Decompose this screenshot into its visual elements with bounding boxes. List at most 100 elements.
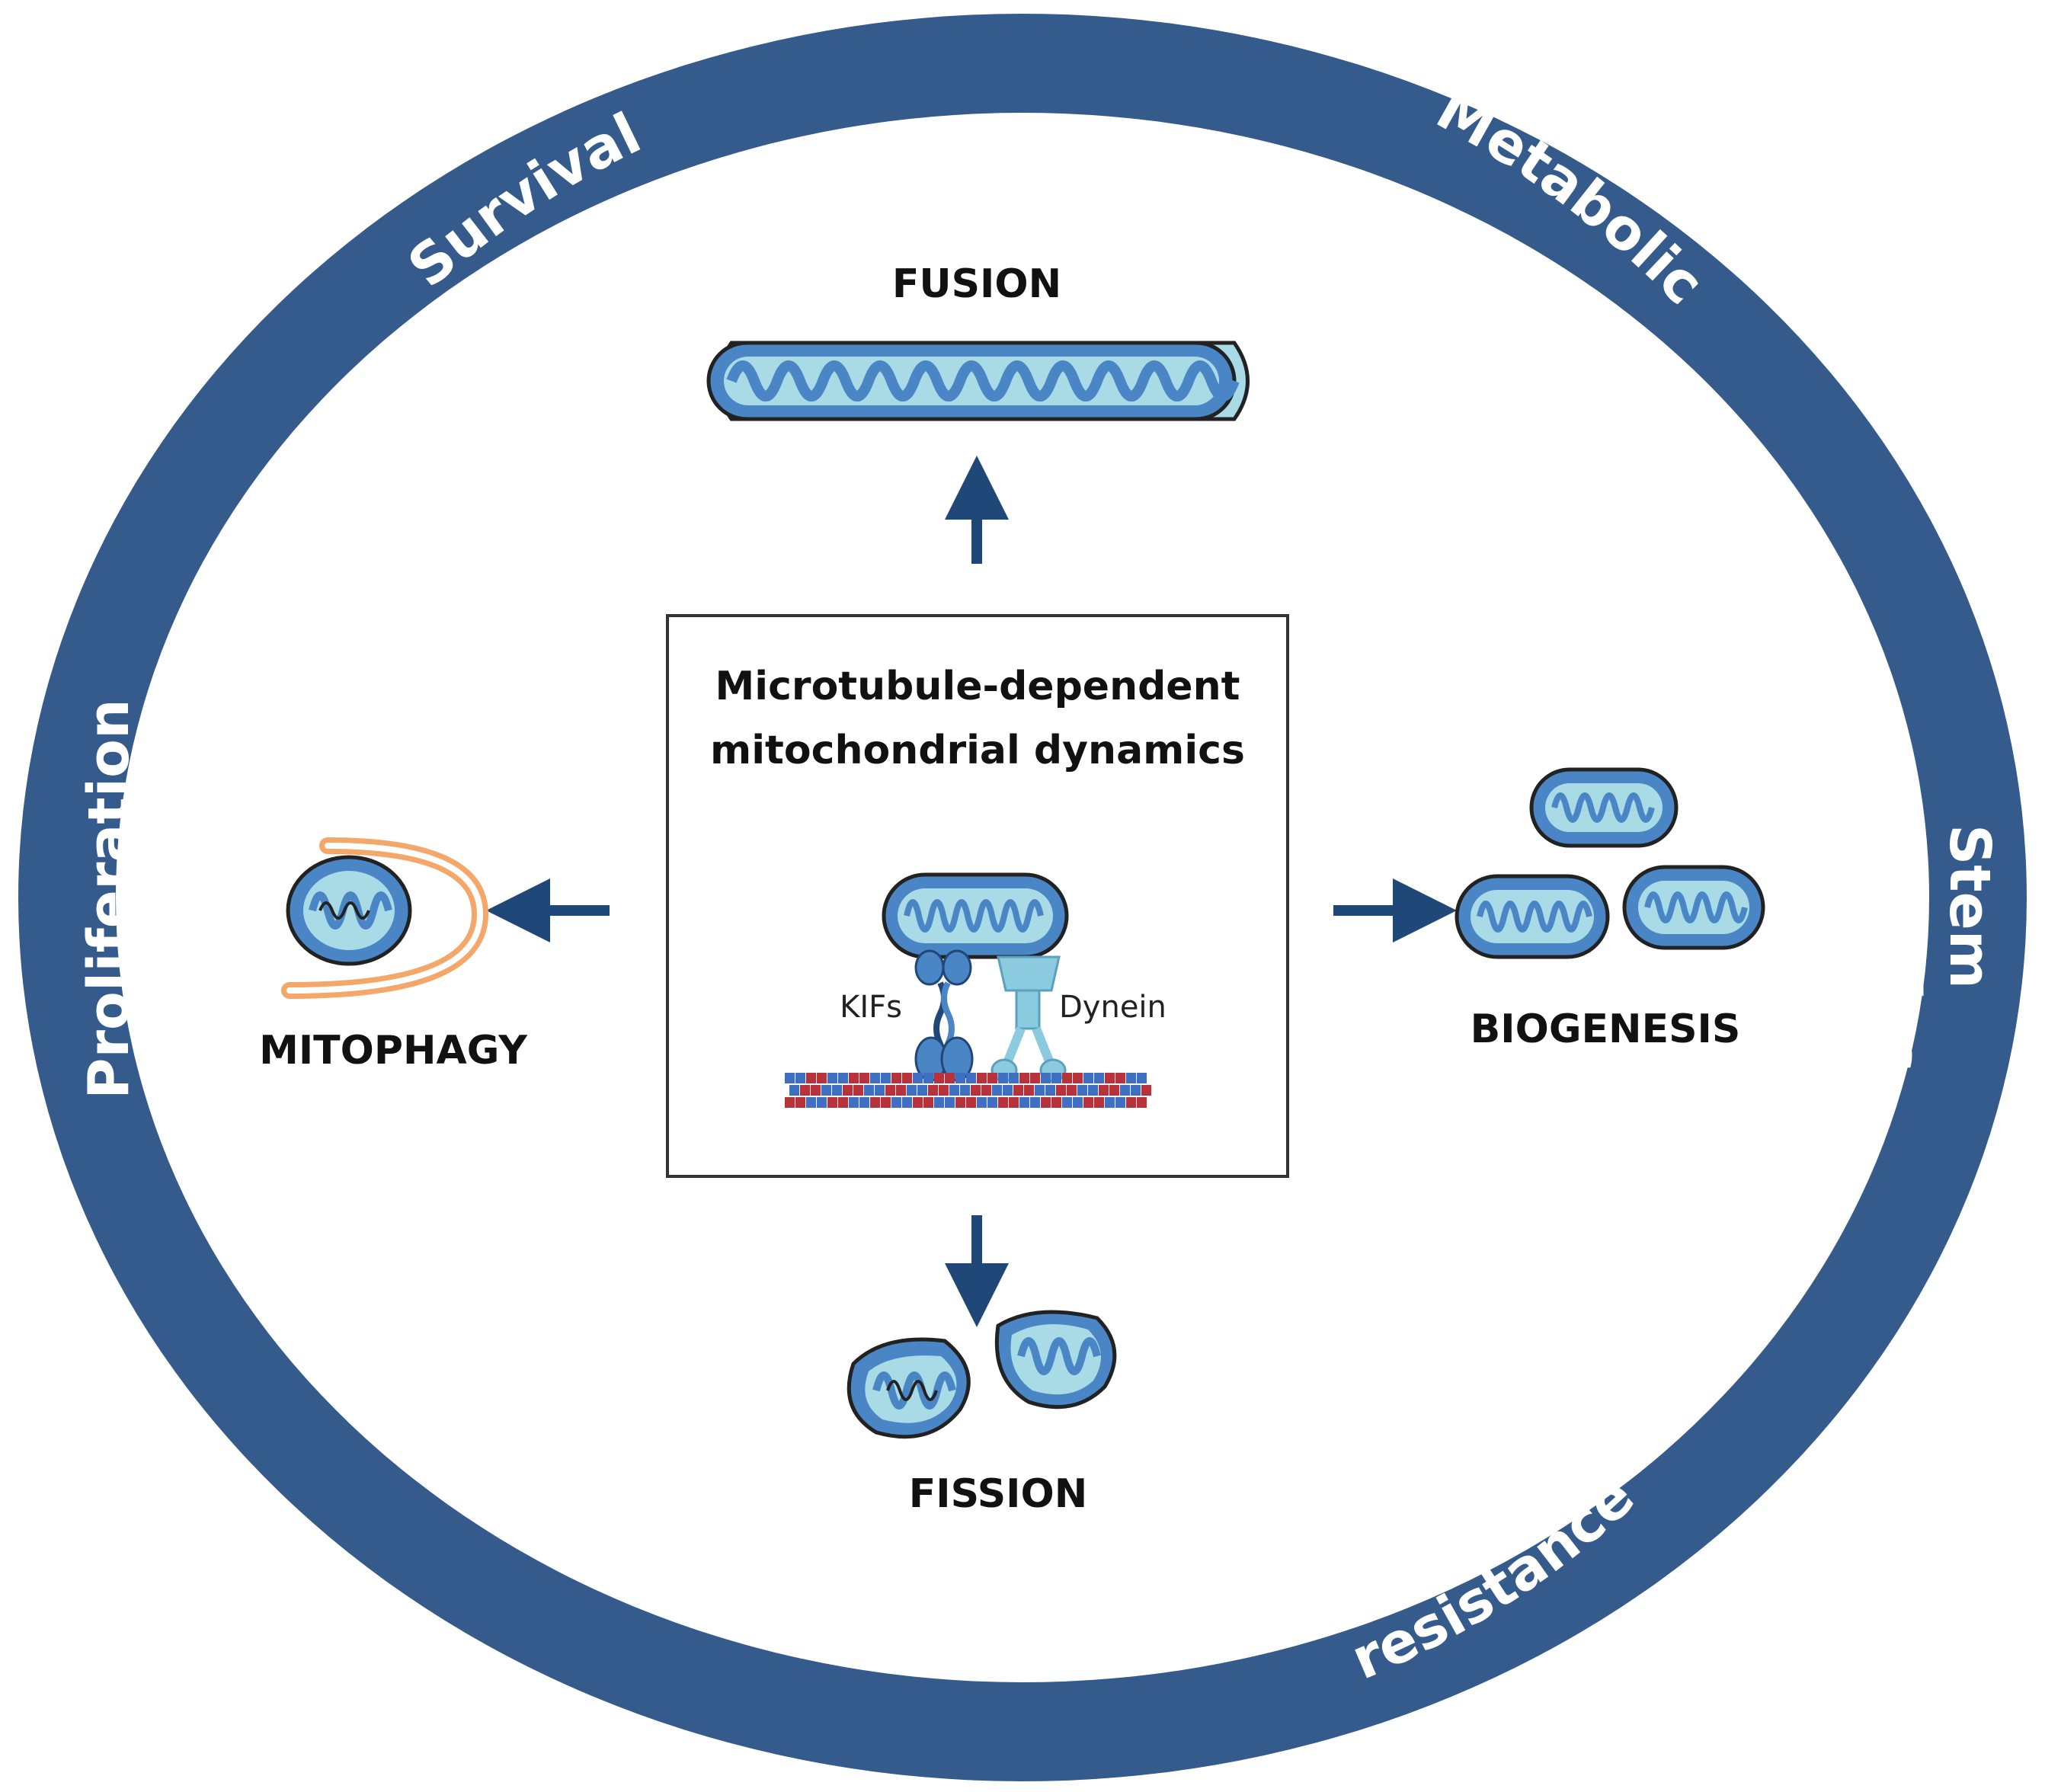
tubulin-subunit [1067,1085,1077,1096]
tubulin-subunit [939,1085,949,1096]
tubulin-subunit [934,1073,944,1083]
fission-label: FISSION [909,1471,1088,1517]
tubulin-subunit [1051,1073,1061,1083]
tubulin-subunit [1105,1097,1115,1108]
stem-label-line2: properties [1867,741,1932,1073]
biogenesis-label: BIOGENESIS [1471,1006,1741,1052]
tubulin-subunit [1137,1097,1147,1108]
tubulin-subunit [1115,1073,1125,1083]
tubulin-subunit [923,1073,933,1083]
center-title-line2: mitochondrial dynamics [710,728,1245,773]
tubulin-subunit [981,1085,991,1096]
tubulin-subunit [849,1097,859,1108]
tubulin-subunit [1045,1085,1055,1096]
tubulin-subunit [1073,1073,1083,1083]
tubulin-subunit [881,1073,891,1083]
tubulin-subunit [998,1073,1008,1083]
tubulin-subunit [966,1073,976,1083]
tubulin-subunit [998,1097,1008,1108]
tubulin-subunit [870,1073,880,1083]
tubulin-subunit [992,1085,1002,1096]
tubulin-subunit [966,1097,976,1108]
tubulin-subunit [1126,1073,1136,1083]
tubulin-subunit [1094,1097,1104,1108]
tubulin-subunit [1019,1073,1029,1083]
tubulin-subunit [928,1085,938,1096]
tubulin-subunit [885,1085,895,1096]
tubulin-subunit [1003,1085,1013,1096]
tubulin-subunit [955,1073,965,1083]
tubulin-subunit [795,1097,805,1108]
fission-mitochondria-icon [846,1310,1117,1439]
tubulin-subunit [891,1097,901,1108]
dynein-label: Dynein [1059,990,1167,1025]
tubulin-subunit [1035,1085,1045,1096]
center-mitochondrion-icon [882,872,1069,959]
tubulin-subunit [827,1097,837,1108]
tubulin-subunit [1030,1073,1040,1083]
tubulin-subunit [1083,1073,1093,1083]
tubulin-subunit [955,1097,965,1108]
tubulin-subunit [1099,1085,1109,1096]
tubulin-subunit [806,1073,816,1083]
tubulin-subunit [800,1085,810,1096]
tubulin-subunit [843,1085,853,1096]
tubulin-subunit [1131,1085,1141,1096]
biogenesis-mitochondria-icon [1455,767,1765,959]
fused-mitochondrion-icon [706,341,1250,421]
tubulin-subunit [1105,1073,1115,1083]
tubulin-subunit [789,1085,799,1096]
tubulin-subunit [838,1097,848,1108]
tubulin-subunit [1120,1085,1130,1096]
tubulin-subunit [987,1097,997,1108]
tubulin-subunit [1056,1085,1066,1096]
tubulin-subunit [821,1085,831,1096]
tubulin-subunit [1137,1073,1147,1083]
tubulin-subunit [817,1097,827,1108]
tubulin-subunit [907,1085,917,1096]
tubulin-subunit [1009,1097,1019,1108]
tubulin-subunit [859,1097,869,1108]
tubulin-subunit [917,1085,927,1096]
tubulin-subunit [1041,1073,1051,1083]
tubulin-subunit [832,1085,842,1096]
tubulin-subunit [1041,1097,1051,1108]
tubulin-subunit [1109,1085,1119,1096]
tubulin-subunit [945,1073,955,1083]
tubulin-subunit [1073,1097,1083,1108]
tubulin-subunit [960,1085,970,1096]
tubulin-subunit [1051,1097,1061,1108]
tubulin-subunit [949,1085,959,1096]
tubulin-subunit [971,1085,981,1096]
center-title-line1: Microtubule-dependent [715,664,1240,709]
tubulin-subunit [1030,1097,1040,1108]
tubulin-subunit [795,1073,805,1083]
tubulin-subunit [785,1073,795,1083]
tubulin-subunit [875,1085,885,1096]
tubulin-subunit [853,1085,863,1096]
mitophagy-label: MITOPHAGY [259,1028,528,1074]
tubulin-subunit [902,1097,912,1108]
tubulin-subunit [913,1073,923,1083]
microtubule-icon [785,1073,1151,1108]
tubulin-subunit [849,1073,859,1083]
tubulin-subunit [785,1097,795,1108]
tubulin-subunit [913,1097,923,1108]
tubulin-subunit [1024,1085,1034,1096]
tubulin-subunit [923,1097,933,1108]
tubulin-subunit [859,1073,869,1083]
tubulin-subunit [896,1085,906,1096]
tubulin-subunit [977,1073,987,1083]
tubulin-subunit [870,1097,880,1108]
tubulin-subunit [1013,1085,1023,1096]
tubulin-subunit [1019,1097,1029,1108]
tubulin-subunit [987,1073,997,1083]
tubulin-subunit [1088,1085,1098,1096]
tubulin-subunit [1083,1097,1093,1108]
tubulin-subunit [1009,1073,1019,1083]
tubulin-subunit [1062,1073,1072,1083]
tubulin-subunit [1077,1085,1087,1096]
fusion-label: FUSION [892,261,1061,307]
tubulin-subunit [945,1097,955,1108]
